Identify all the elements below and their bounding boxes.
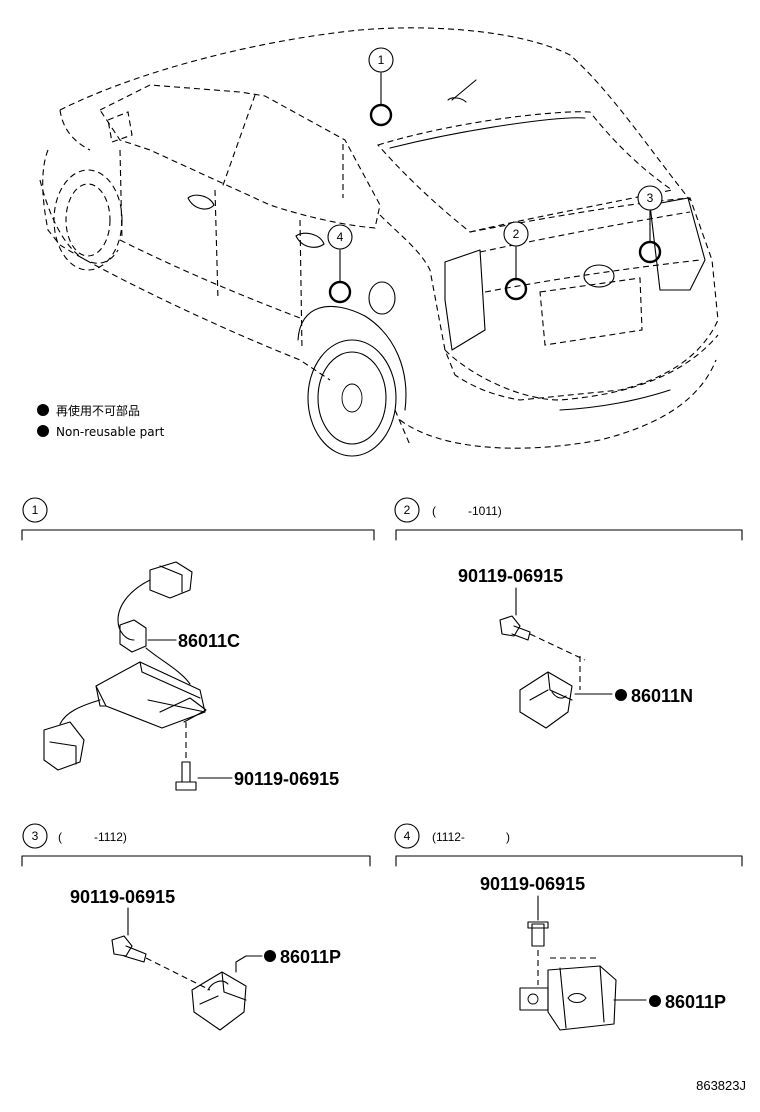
part-number-86011C[interactable]: 86011C xyxy=(178,631,240,651)
location-marker-number: 1 xyxy=(378,53,385,67)
part-number-86011P[interactable]: 86011P xyxy=(280,947,341,967)
location-marker-number: 3 xyxy=(647,191,654,205)
sensor-bracket-drawing xyxy=(499,615,586,729)
legend: 再使用不可部品 Non-reusable part xyxy=(37,403,165,439)
section-number: 4 xyxy=(404,829,411,843)
location-marker-number: 2 xyxy=(513,227,520,241)
legend-jp: 再使用不可部品 xyxy=(56,403,140,418)
section-2: 2 ( -1011) 90119-06915 86011N xyxy=(394,497,743,729)
applicability-range-open: ( xyxy=(58,830,62,844)
non-reusable-dot-icon xyxy=(649,995,661,1007)
part-number-90119-06915[interactable]: 90119-06915 xyxy=(458,566,563,586)
part-number-90119-06915[interactable]: 90119-06915 xyxy=(234,769,339,789)
sensor-bracket-drawing xyxy=(519,921,617,1031)
non-reusable-dot-icon xyxy=(615,689,627,701)
section-3: 3 ( -1112) 90119-06915 86011P xyxy=(21,823,371,1031)
applicability-range-close: ) xyxy=(506,830,510,844)
location-marker-number: 4 xyxy=(337,230,344,244)
part-number-86011P[interactable]: 86011P xyxy=(665,992,726,1012)
applicability-range-open: (1112- xyxy=(432,830,465,844)
non-reusable-dot-icon xyxy=(37,404,49,416)
applicability-range-open: ( xyxy=(432,504,436,518)
vehicle-illustration xyxy=(39,27,719,457)
section-4: 4 (1112- ) 90119-06915 86011P xyxy=(394,823,743,1031)
non-reusable-dot-icon xyxy=(37,425,49,437)
non-reusable-dot-icon xyxy=(264,950,276,962)
section-1: 1 86011C 90119-06915 xyxy=(21,497,375,791)
section-number: 2 xyxy=(404,503,411,517)
wire-harness-drawing xyxy=(43,561,207,791)
part-number-90119-06915[interactable]: 90119-06915 xyxy=(70,887,175,907)
applicability-range: -1112) xyxy=(94,830,127,844)
location-marker-4: 4 xyxy=(327,224,353,304)
section-number: 1 xyxy=(32,503,39,517)
location-marker-2: 2 xyxy=(503,221,529,301)
part-number-90119-06915[interactable]: 90119-06915 xyxy=(480,874,585,894)
sensor-bracket-drawing xyxy=(111,935,247,1031)
applicability-range: -1011) xyxy=(468,504,502,518)
location-marker-3: 3 xyxy=(637,185,663,264)
illustration-code: 863823J xyxy=(696,1078,746,1093)
location-marker-1: 1 xyxy=(368,47,394,127)
section-number: 3 xyxy=(32,829,39,843)
location-markers: 1 2 3 4 xyxy=(327,47,663,304)
legend-en: Non-reusable part xyxy=(56,425,165,439)
part-number-86011N[interactable]: 86011N xyxy=(631,686,693,706)
